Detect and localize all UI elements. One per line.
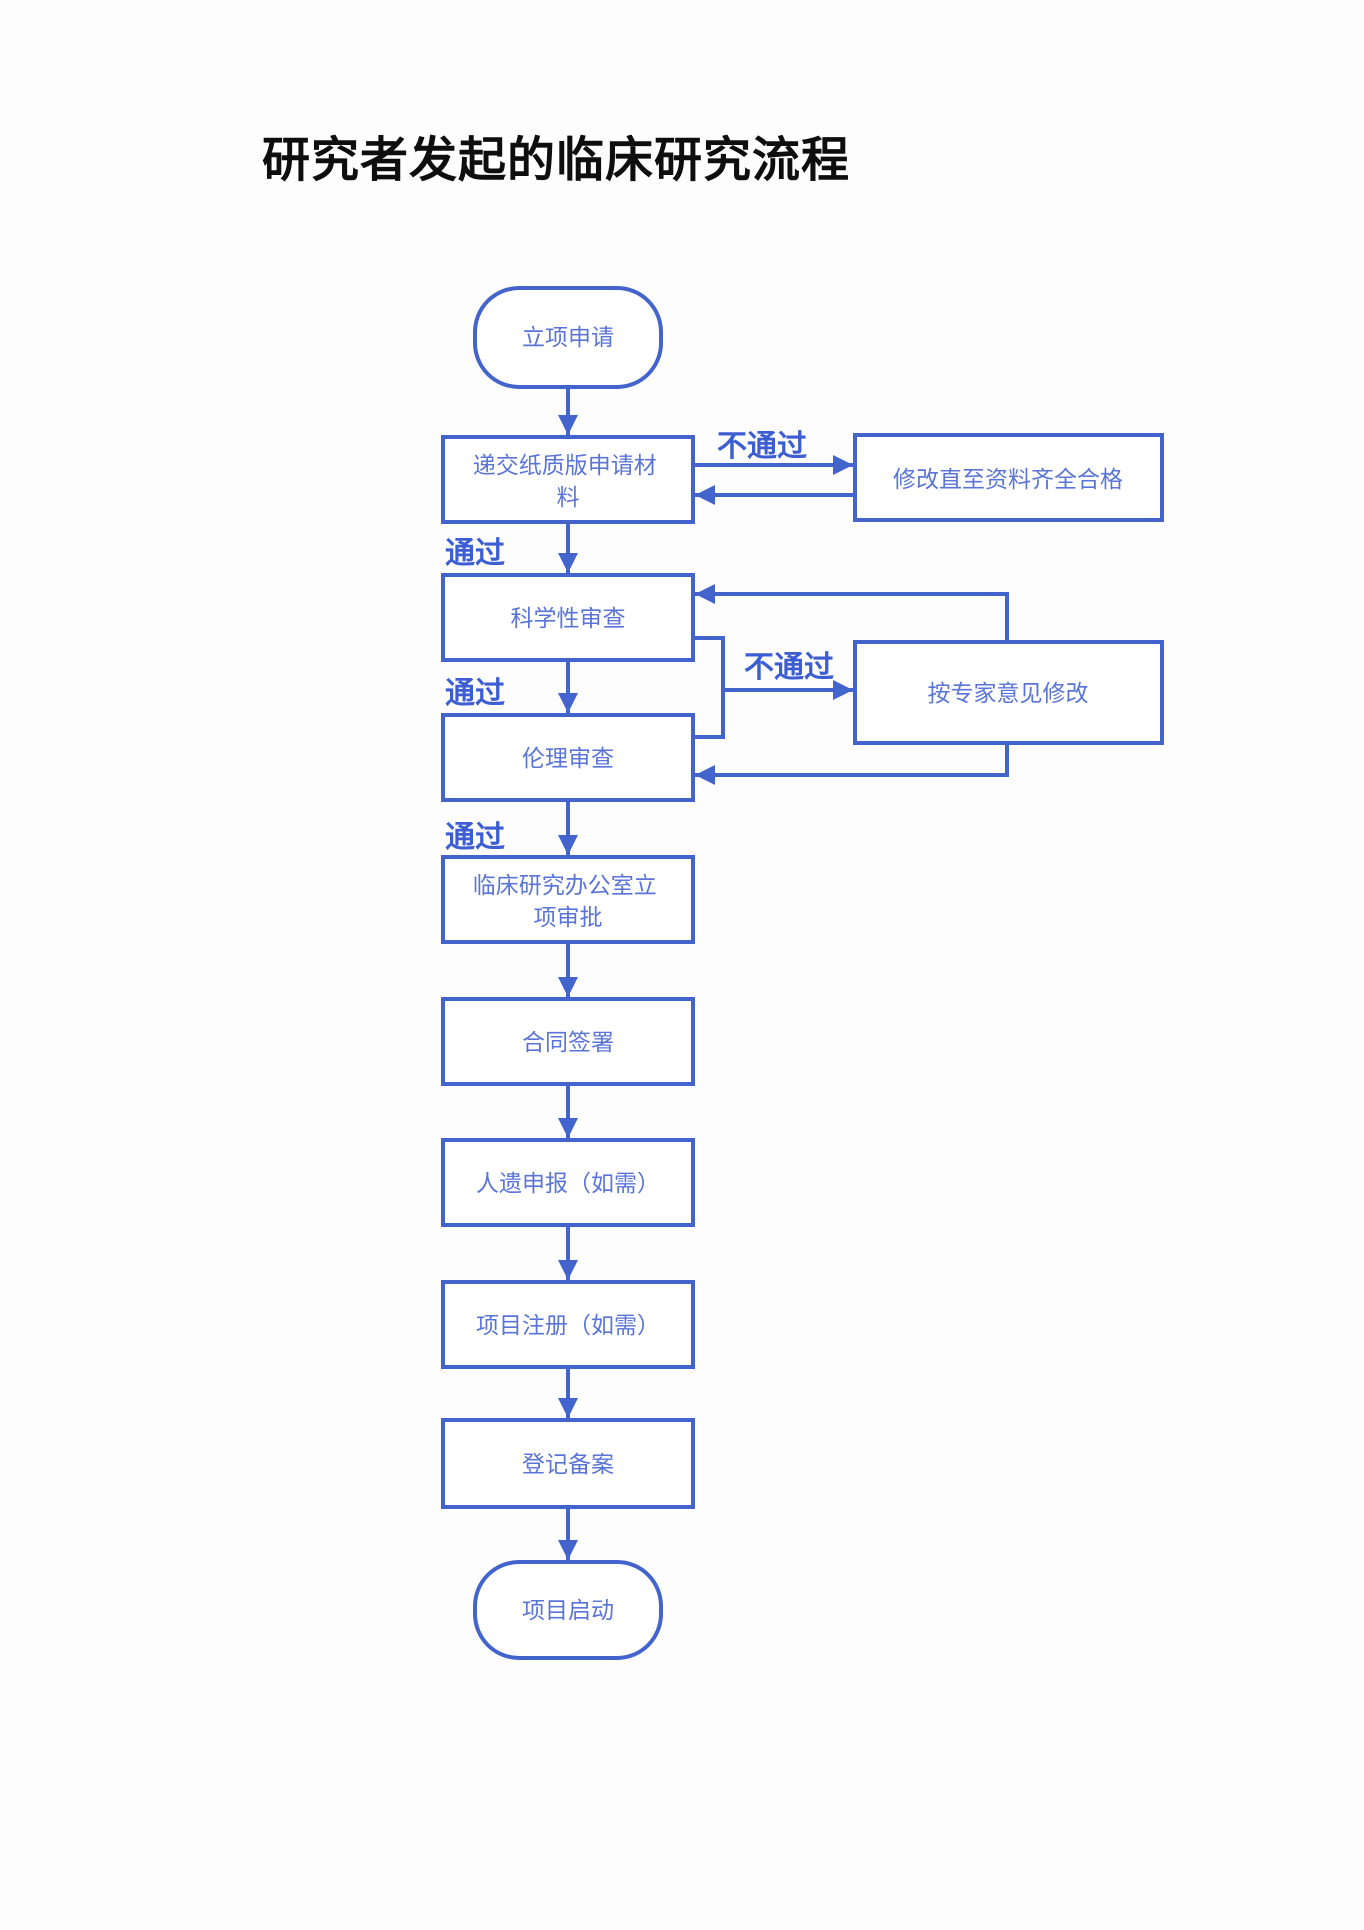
page-title: 研究者发起的临床研究流程 xyxy=(262,134,850,187)
edge-expert-to-scientific xyxy=(695,584,1009,642)
node-office-approval-shape xyxy=(441,855,695,944)
edge-label-no-pass-2: 不通过 xyxy=(744,651,834,684)
node-revise-materials: 修改直至资料齐全合格 xyxy=(853,433,1164,522)
edge-label-pass-1: 通过 xyxy=(445,537,505,570)
node-contract-label: 合同签署 xyxy=(522,1029,614,1055)
node-registration-shape xyxy=(441,1280,695,1369)
node-submit-label: 递交纸质版申请材 料 xyxy=(473,452,663,510)
node-launch-shape xyxy=(473,1560,663,1660)
node-ethics-review-shape xyxy=(441,713,695,802)
node-expert-revision-label: 按专家意见修改 xyxy=(928,680,1089,706)
node-hgr-filing-label: 人遗申报（如需） xyxy=(476,1170,660,1196)
node-submit: 递交纸质版申请材 料 xyxy=(441,435,695,524)
node-expert-revision: 按专家意见修改 xyxy=(853,640,1164,745)
node-submit-shape xyxy=(441,435,695,524)
node-registration-label: 项目注册（如需） xyxy=(476,1312,660,1338)
edge-expert-to-ethics xyxy=(695,743,1009,785)
node-registration: 项目注册（如需） xyxy=(441,1280,695,1369)
node-record-filing: 登记备案 xyxy=(441,1418,695,1509)
edge-label-pass-2: 通过 xyxy=(445,677,505,710)
node-record-filing-label: 登记备案 xyxy=(522,1451,614,1477)
node-hgr-filing: 人遗申报（如需） xyxy=(441,1138,695,1227)
node-scientific-review: 科学性审查 xyxy=(441,573,695,662)
node-scientific-review-label: 科学性审查 xyxy=(511,605,626,631)
node-hgr-filing-shape xyxy=(441,1138,695,1227)
node-scientific-review-shape xyxy=(441,573,695,662)
node-launch: 项目启动 xyxy=(473,1560,663,1660)
node-expert-revision-shape xyxy=(853,640,1164,745)
node-launch-label: 项目启动 xyxy=(522,1597,614,1623)
node-contract-shape xyxy=(441,997,695,1086)
node-start-shape xyxy=(473,286,663,389)
node-revise-materials-shape xyxy=(853,433,1164,522)
edge-label-no-pass-1: 不通过 xyxy=(717,430,807,463)
node-ethics-review: 伦理审查 xyxy=(441,713,695,802)
edge-label-pass-3: 通过 xyxy=(445,821,505,854)
edge-merge-bracket xyxy=(693,636,725,739)
node-revise-materials-label: 修改直至资料齐全合格 xyxy=(893,466,1123,492)
node-record-filing-shape xyxy=(441,1418,695,1509)
node-ethics-review-label: 伦理审查 xyxy=(522,745,614,771)
node-contract: 合同签署 xyxy=(441,997,695,1086)
node-start-label: 立项申请 xyxy=(522,324,614,350)
node-office-approval-label: 临床研究办公室立 项审批 xyxy=(473,872,663,930)
node-office-approval: 临床研究办公室立 项审批 xyxy=(441,855,695,944)
node-start: 立项申请 xyxy=(473,286,663,389)
